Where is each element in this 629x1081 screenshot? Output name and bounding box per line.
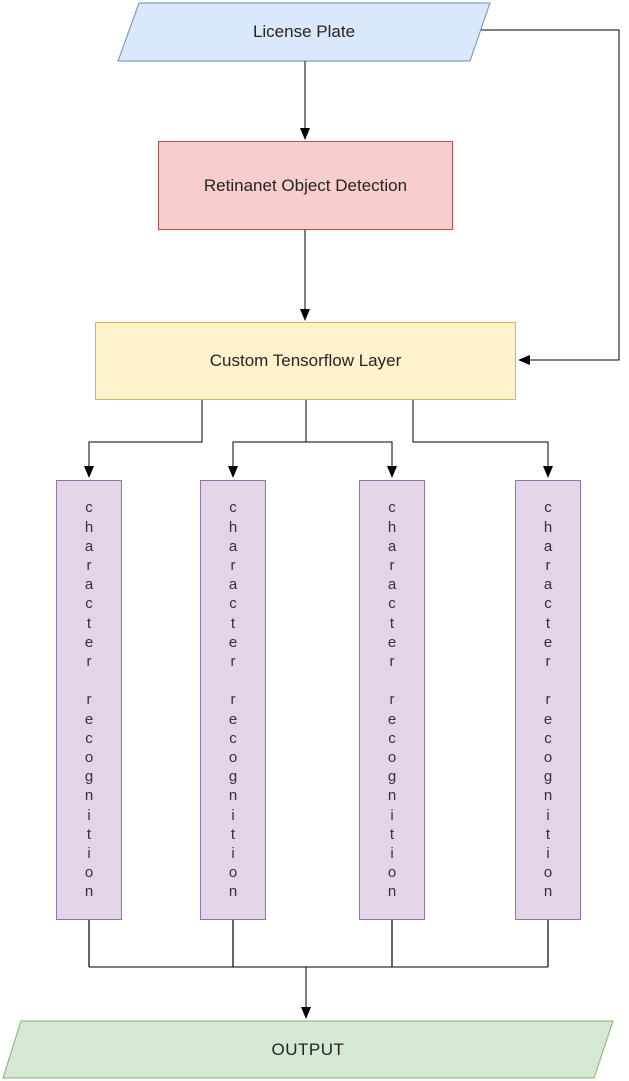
character-recognition-label-1: c h a r a c t e r r e c o g n i t i o n [84, 499, 94, 901]
edge-tensorflow-to-recognition-1 [84, 400, 203, 478]
character-recognition-node-3: c h a r a c t e r r e c o g n i t i o n [359, 480, 425, 920]
character-recognition-node-4: c h a r a c t e r r e c o g n i t i o n [515, 480, 581, 920]
character-recognition-node-2: c h a r a c t e r r e c o g n i t i o n [200, 480, 266, 920]
character-recognition-label-4: c h a r a c t e r r e c o g n i t i o n [543, 499, 553, 901]
character-recognition-label-2: c h a r a c t e r r e c o g n i t i o n [228, 499, 238, 901]
edge-tensorflow-to-recognition-2 [228, 441, 306, 478]
retinanet-node: Retinanet Object Detection [158, 141, 453, 230]
retinanet-label: Retinanet Object Detection [203, 175, 408, 195]
character-recognition-label-3: c h a r a c t e r r e c o g n i t i o n [387, 499, 397, 901]
edge-tensorflow-to-recognition-3 [306, 441, 397, 478]
output-label: OUTPUT [271, 1039, 345, 1059]
license-plate-shape [117, 2, 491, 62]
edge-licenseplate-to-tensorflow-feedback [481, 29, 620, 365]
character-recognition-node-1: c h a r a c t e r r e c o g n i t i o n [56, 480, 122, 920]
edge-tensorflow-to-recognition-4 [412, 400, 553, 478]
output-shape [2, 1020, 614, 1079]
license-plate-label: License Plate [252, 22, 356, 41]
tensorflow-layer-label: Custom Tensorflow Layer [209, 351, 402, 370]
tensorflow-layer-node: Custom Tensorflow Layer [95, 322, 516, 400]
